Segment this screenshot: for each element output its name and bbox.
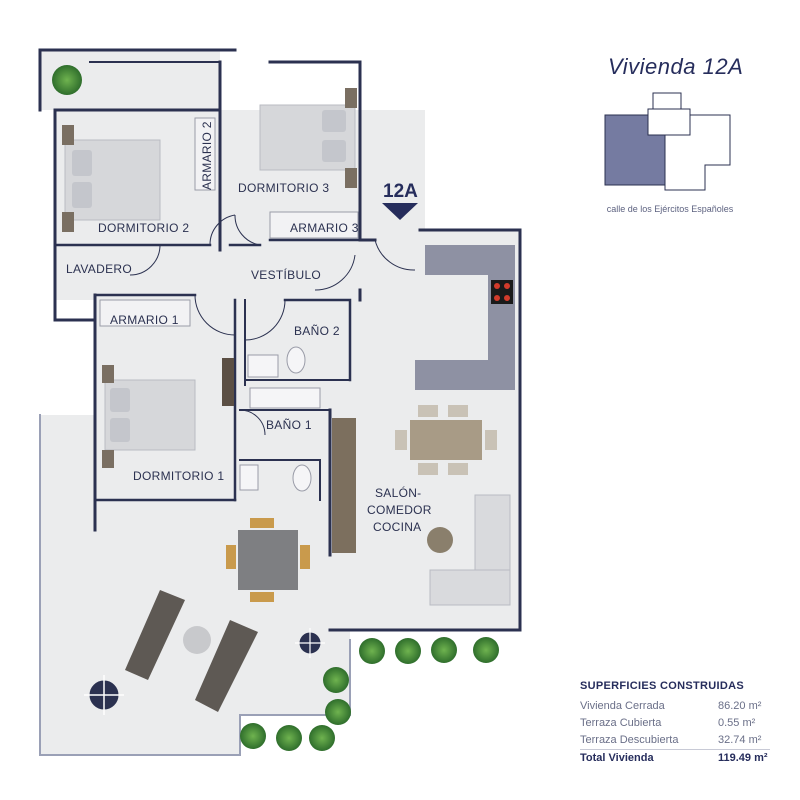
sofa — [429, 494, 511, 606]
entrance-arrow-icon — [382, 203, 418, 220]
bed-dormitorio-1 — [102, 365, 196, 468]
drain-icons — [84, 628, 325, 715]
areas-row-value: 0.55 m² — [718, 717, 756, 729]
dining-table-terrace — [226, 518, 310, 602]
walls — [38, 48, 522, 756]
street-caption: calle de los Ejércitos Españoles — [606, 204, 734, 214]
key-plan — [604, 92, 731, 191]
door-swings — [129, 214, 416, 436]
room-label-salon: SALÓN- — [375, 485, 421, 500]
bed-dormitorio-2 — [62, 125, 161, 232]
areas-row: Terraza Cubierta 0.55 m² — [580, 715, 770, 732]
areas-row: Terraza Descubierta 32.74 m² — [580, 732, 770, 749]
bathrooms — [222, 346, 321, 492]
side-table — [183, 626, 211, 654]
room-label-armario-2: ARMARIO 2 — [200, 121, 214, 190]
areas-row-value: 32.74 m² — [718, 734, 762, 746]
areas-table: SUPERFICIES CONSTRUIDAS Vivienda Cerrada… — [580, 680, 770, 767]
room-label-lavadero: LAVADERO — [66, 262, 132, 276]
room-label-bano-2: BAÑO 2 — [294, 324, 340, 338]
room-label-armario-1: ARMARIO 1 — [110, 313, 179, 327]
areas-row-label: Terraza Descubierta — [580, 734, 679, 746]
room-label-cocina: COCINA — [373, 520, 421, 534]
dining-table-indoor — [395, 405, 497, 475]
kitchen — [415, 245, 515, 390]
wardrobes — [99, 117, 359, 327]
areas-row-label: Terraza Cubierta — [580, 717, 662, 729]
room-label-dormitorio-3: DORMITORIO 3 — [238, 181, 329, 195]
unit-tag: 12A — [383, 181, 418, 202]
areas-total-row: Total Vivienda 119.49 m² — [580, 749, 770, 767]
room-label-comedor: COMEDOR — [367, 503, 432, 517]
coffee-table — [427, 527, 453, 553]
room-label-bano-1: BAÑO 1 — [266, 418, 312, 432]
page-title: Vivienda 12A — [608, 54, 744, 79]
areas-row-value: 86.20 m² — [718, 700, 762, 712]
room-label-armario-3: ARMARIO 3 — [290, 221, 359, 235]
room-label-vestibulo: VESTÍBULO — [251, 267, 321, 282]
areas-row: Vivienda Cerrada 86.20 m² — [580, 698, 770, 715]
areas-total-value: 119.49 m² — [718, 752, 768, 764]
areas-heading: SUPERFICIES CONSTRUIDAS — [580, 680, 744, 692]
areas-total-label: Total Vivienda — [580, 752, 654, 764]
room-label-dormitorio-1: DORMITORIO 1 — [133, 469, 224, 483]
bed-dormitorio-3 — [259, 88, 357, 188]
areas-row-label: Vivienda Cerrada — [580, 700, 665, 712]
room-label-dormitorio-2: DORMITORIO 2 — [98, 221, 189, 235]
sun-loungers — [125, 590, 258, 712]
plants — [52, 65, 499, 751]
tv-unit — [332, 418, 356, 553]
